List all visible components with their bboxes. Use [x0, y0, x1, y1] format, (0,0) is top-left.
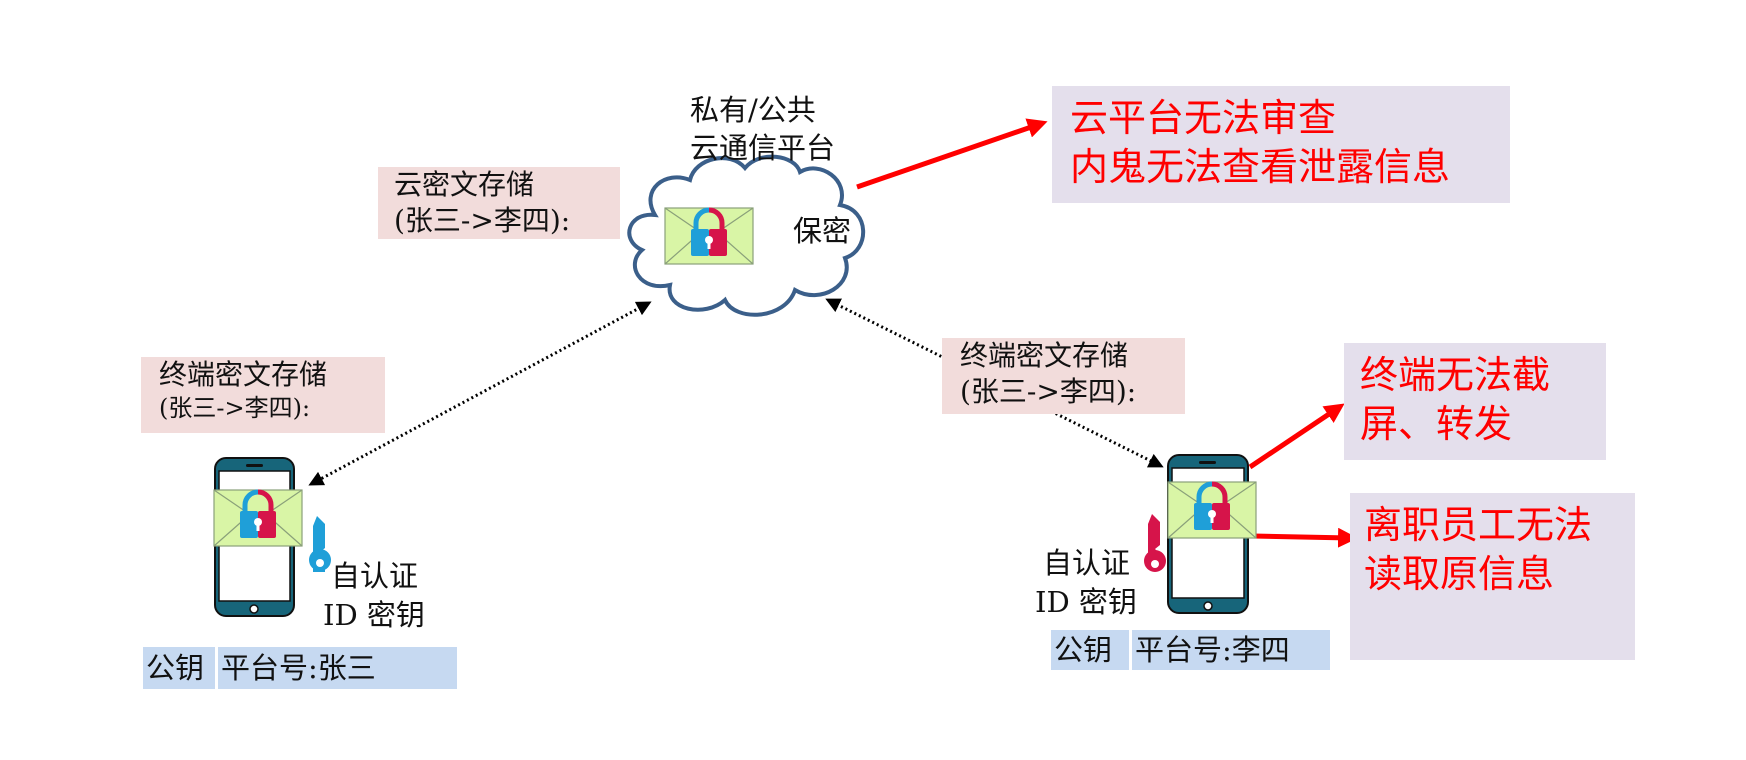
- left-storage-line2: (张三->李四):: [159, 394, 311, 423]
- callout-cloud-line2: 内鬼无法查看泄露信息: [1070, 144, 1451, 189]
- cloud-storage-line2: (张三->李四):: [394, 204, 571, 238]
- right-key-line2: ID 密钥: [1035, 585, 1137, 620]
- right-pubkey-label: 公钥: [1051, 630, 1129, 670]
- left-phone-icon: [214, 457, 302, 617]
- left-key-label: 自认证 ID 密钥: [323, 557, 425, 635]
- callout-cloud: 云平台无法审查 内鬼无法查看泄露信息: [1052, 86, 1510, 203]
- right-terminal-storage-label: 终端密文存储 (张三->李四):: [942, 338, 1185, 414]
- right-storage-line1: 终端密文存储: [960, 339, 1129, 372]
- left-storage-line1: 终端密文存储: [159, 358, 328, 391]
- cloud-title-line1: 私有/公共: [690, 93, 816, 127]
- right-key-icon: [1144, 514, 1166, 572]
- cloud-storage-line1: 云密文存储: [394, 168, 535, 201]
- red-arrow-cloud: [856, 118, 1048, 190]
- cloud-title: 私有/公共 云通信平台: [690, 92, 835, 167]
- callout-screen-line1: 终端无法截: [1360, 353, 1551, 397]
- red-arrow-staff: [1252, 527, 1358, 548]
- left-terminal-storage-label: 终端密文存储 (张三->李四):: [141, 357, 385, 433]
- cloud-storage-label: 云密文存储 (张三->李四):: [378, 167, 620, 239]
- right-phone-icon: [1168, 454, 1256, 614]
- callout-cloud-line1: 云平台无法审查: [1070, 96, 1337, 140]
- callout-screen: 终端无法截 屏、转发: [1344, 343, 1606, 460]
- left-key-line1: 自认证: [331, 559, 419, 593]
- right-storage-line2: (张三->李四):: [960, 375, 1137, 409]
- left-key-line2: ID 密钥: [323, 598, 425, 633]
- callout-staff-line1: 离职员工无法: [1364, 503, 1593, 547]
- left-platform-label: 平台号:张三: [218, 647, 457, 689]
- right-key-label: 自认证 ID 密钥: [1035, 544, 1137, 622]
- right-key-line1: 自认证: [1043, 546, 1131, 580]
- cloud-secret-label: 保密: [793, 214, 852, 248]
- callout-staff: 离职员工无法 读取原信息: [1350, 493, 1635, 660]
- left-key-icon: [309, 516, 331, 572]
- left-pubkey-label: 公钥: [143, 647, 215, 689]
- cloud-title-line2: 云通信平台: [690, 130, 836, 165]
- callout-screen-line2: 屏、转发: [1360, 401, 1513, 446]
- right-platform-label: 平台号:李四: [1132, 630, 1330, 670]
- cloud-envelope-lock-icon: [665, 208, 753, 264]
- red-arrow-screen: [1248, 403, 1345, 470]
- callout-staff-line2: 读取原信息: [1364, 551, 1555, 596]
